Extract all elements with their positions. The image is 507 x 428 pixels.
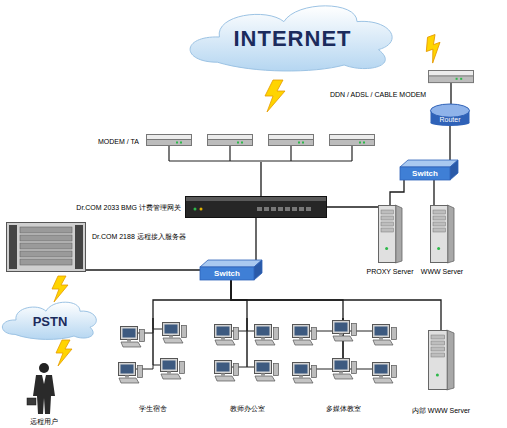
device-label: 内部 WWW Server bbox=[398, 406, 484, 415]
modem-group: MODEM / TA bbox=[145, 134, 377, 162]
device-label: Dr.COM 2033 BMG 计费管理网关 bbox=[76, 203, 181, 212]
modemrow-shape bbox=[145, 134, 377, 162]
gateway-shape bbox=[185, 196, 327, 218]
server-tower: WWW Server bbox=[430, 205, 454, 263]
pcs-shape bbox=[288, 318, 398, 396]
network-link bbox=[450, 83, 451, 104]
network-link bbox=[390, 180, 404, 205]
network-link bbox=[327, 206, 378, 207]
device-label: DDN / ADSL / CABLE MODEM bbox=[330, 90, 426, 99]
network-link bbox=[86, 269, 200, 270]
node-text: Switch bbox=[400, 167, 450, 180]
server-tower: 内部 WWW Server bbox=[428, 330, 454, 390]
device-label: 教师办公室 bbox=[208, 404, 286, 413]
pcs-shape bbox=[208, 318, 286, 396]
pc-group: 教师办公室 bbox=[208, 318, 286, 396]
tower-shape bbox=[428, 330, 454, 390]
network-link bbox=[231, 280, 343, 318]
switch-icon: Switch bbox=[200, 260, 262, 280]
pc-group: 多媒体教室 bbox=[288, 318, 398, 396]
router-shape bbox=[430, 104, 470, 126]
lightning-bolt bbox=[52, 276, 68, 302]
device-label: PROXY Server bbox=[350, 267, 430, 276]
network-link bbox=[449, 126, 450, 160]
device-label: 远程用户 bbox=[14, 417, 74, 426]
gateway-device: Dr.COM 2033 BMG 计费管理网关 bbox=[185, 196, 327, 218]
pcs-shape bbox=[112, 318, 194, 396]
network-link bbox=[153, 280, 231, 318]
node-text: Router bbox=[430, 112, 470, 126]
node-text: PSTN bbox=[0, 300, 100, 340]
switch-icon: Switch bbox=[400, 160, 458, 180]
tower-shape bbox=[430, 205, 454, 263]
tower-shape bbox=[378, 205, 402, 263]
device-label: Dr.COM 2188 远程接入服务器 bbox=[92, 232, 186, 241]
pstn-cloud: PSTN bbox=[0, 300, 100, 340]
node-text: INTERNET bbox=[185, 2, 400, 72]
remote-user: 远程用户 bbox=[25, 362, 63, 414]
lightning-bolt bbox=[56, 340, 72, 366]
modem-device: DDN / ADSL / CABLE MODEM bbox=[428, 70, 474, 83]
modem-shape bbox=[428, 70, 474, 83]
device-label: 多媒体教室 bbox=[288, 404, 398, 413]
lightning-bolt bbox=[265, 80, 285, 112]
access-server: Dr.COM 2188 远程接入服务器 bbox=[6, 222, 86, 272]
server-tower: PROXY Server bbox=[378, 205, 402, 263]
network-link bbox=[255, 218, 256, 260]
network-link bbox=[231, 280, 247, 318]
device-label: 学生宿舍 bbox=[112, 404, 194, 413]
internet-cloud: INTERNET bbox=[185, 2, 400, 72]
network-link bbox=[433, 180, 434, 205]
device-label: WWW Server bbox=[402, 267, 482, 276]
person-shape bbox=[25, 362, 63, 414]
node-text: Switch bbox=[200, 267, 254, 280]
router-icon: Router bbox=[430, 104, 470, 126]
rack-shape bbox=[6, 222, 86, 272]
device-label: MODEM / TA bbox=[98, 137, 139, 146]
network-link bbox=[260, 162, 261, 196]
lightning-bolt bbox=[422, 34, 446, 64]
pc-group: 学生宿舍 bbox=[112, 318, 194, 396]
